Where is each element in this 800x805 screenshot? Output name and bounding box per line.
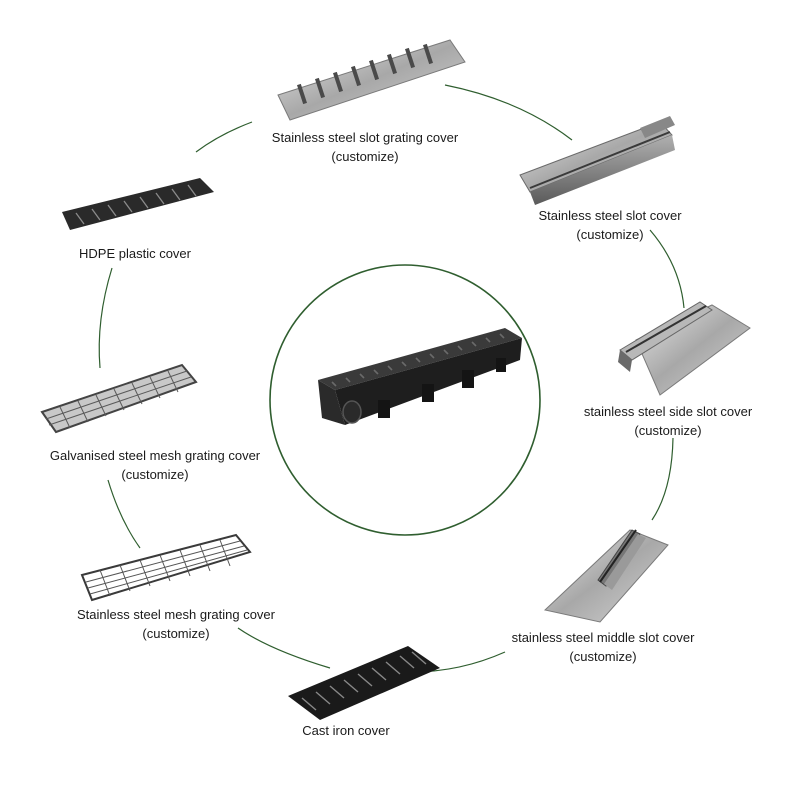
item-label-line2: (customize) [569,649,637,664]
item-label-cast-iron: Cast iron cover [276,721,416,740]
stainless-slot-grating-icon [277,39,466,121]
stainless-side-slot-cover-icon [618,301,751,396]
item-label-stainless-middle-slot: stainless steel middle slot cover (custo… [488,628,718,666]
item-label-line1: stainless steel side slot cover [583,404,753,419]
cast-iron-cover-icon [288,646,440,720]
item-label-line1: Stainless steel mesh grating cover [77,607,275,622]
item-label-stainless-slot-cover: Stainless steel slot cover (customize) [505,206,715,244]
connector-arc [195,121,253,153]
connector-arc [98,267,113,369]
galvanised-mesh-grating-icon [40,363,198,434]
connector-arc [237,627,331,669]
item-label-line1: stainless steel middle slot cover [511,630,695,645]
connector-arc [651,437,674,521]
hdpe-linear-drain-channel-icon [318,328,522,425]
item-label-line1: Galvanised steel mesh grating cover [49,448,261,463]
connector-arc [444,84,573,141]
stainless-mesh-grating-icon [80,533,252,602]
item-label-stainless-mesh-grating: Stainless steel mesh grating cover (cust… [56,605,296,643]
item-label-line1: Cast iron cover [302,723,390,738]
item-label-stainless-side-slot: stainless steel side slot cover (customi… [568,402,768,440]
item-label-line2: (customize) [121,467,189,482]
item-label-line1: Stainless steel slot grating cover [271,130,459,145]
stainless-middle-slot-cover-icon [543,529,669,623]
connector-arc [107,479,141,549]
item-label-line1: Stainless steel slot cover [538,208,682,223]
item-label-line1: HDPE plastic cover [79,246,191,261]
item-label-line2: (customize) [576,227,644,242]
item-label-line2: (customize) [634,423,702,438]
hdpe-plastic-cover-icon [62,178,214,230]
item-label-galvanised-mesh-grating: Galvanised steel mesh grating cover (cus… [30,446,280,484]
item-label-hdpe-plastic: HDPE plastic cover [60,244,210,263]
connector-arc [649,229,685,309]
item-label-stainless-slot-grating: Stainless steel slot grating cover (cust… [250,128,480,166]
item-label-line2: (customize) [142,626,210,641]
stainless-slot-cover-icon [519,116,675,205]
connector-arcs [98,84,685,673]
item-label-line2: (customize) [331,149,399,164]
